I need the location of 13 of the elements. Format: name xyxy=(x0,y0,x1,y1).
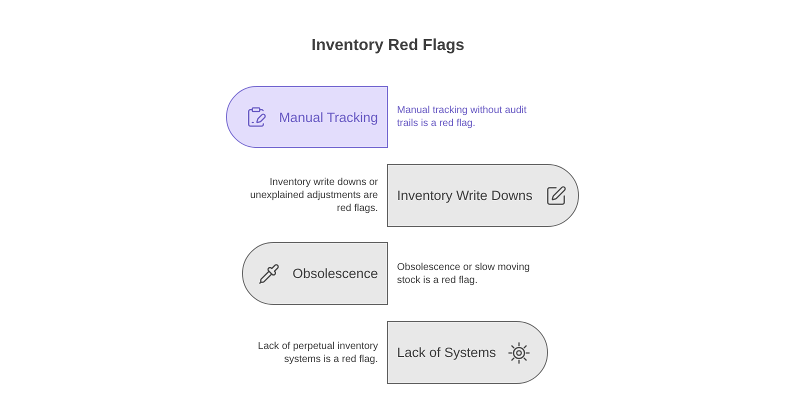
title: Inventory Red Flags xyxy=(310,36,466,56)
node-label: Lack of Systems xyxy=(397,344,496,361)
description-text: Inventory write downs or unexplained adjustments are red flags. xyxy=(249,176,378,215)
rounded-tab xyxy=(242,242,388,305)
description-text: Lack of perpetual inventory systems is a red flag. xyxy=(256,340,378,366)
node-label: Obsolescence xyxy=(292,265,378,282)
rounded-tab xyxy=(387,164,579,227)
rounded-tab xyxy=(226,86,388,148)
node-label: Manual Tracking xyxy=(278,108,378,126)
description-text: Manual tracking without audit trails is a red flag. xyxy=(397,104,528,130)
rounded-tab xyxy=(387,321,548,384)
description-text: Obsolescence or slow moving stock is a red flag. xyxy=(397,260,531,286)
node-label: Inventory Write Downs xyxy=(397,187,533,204)
